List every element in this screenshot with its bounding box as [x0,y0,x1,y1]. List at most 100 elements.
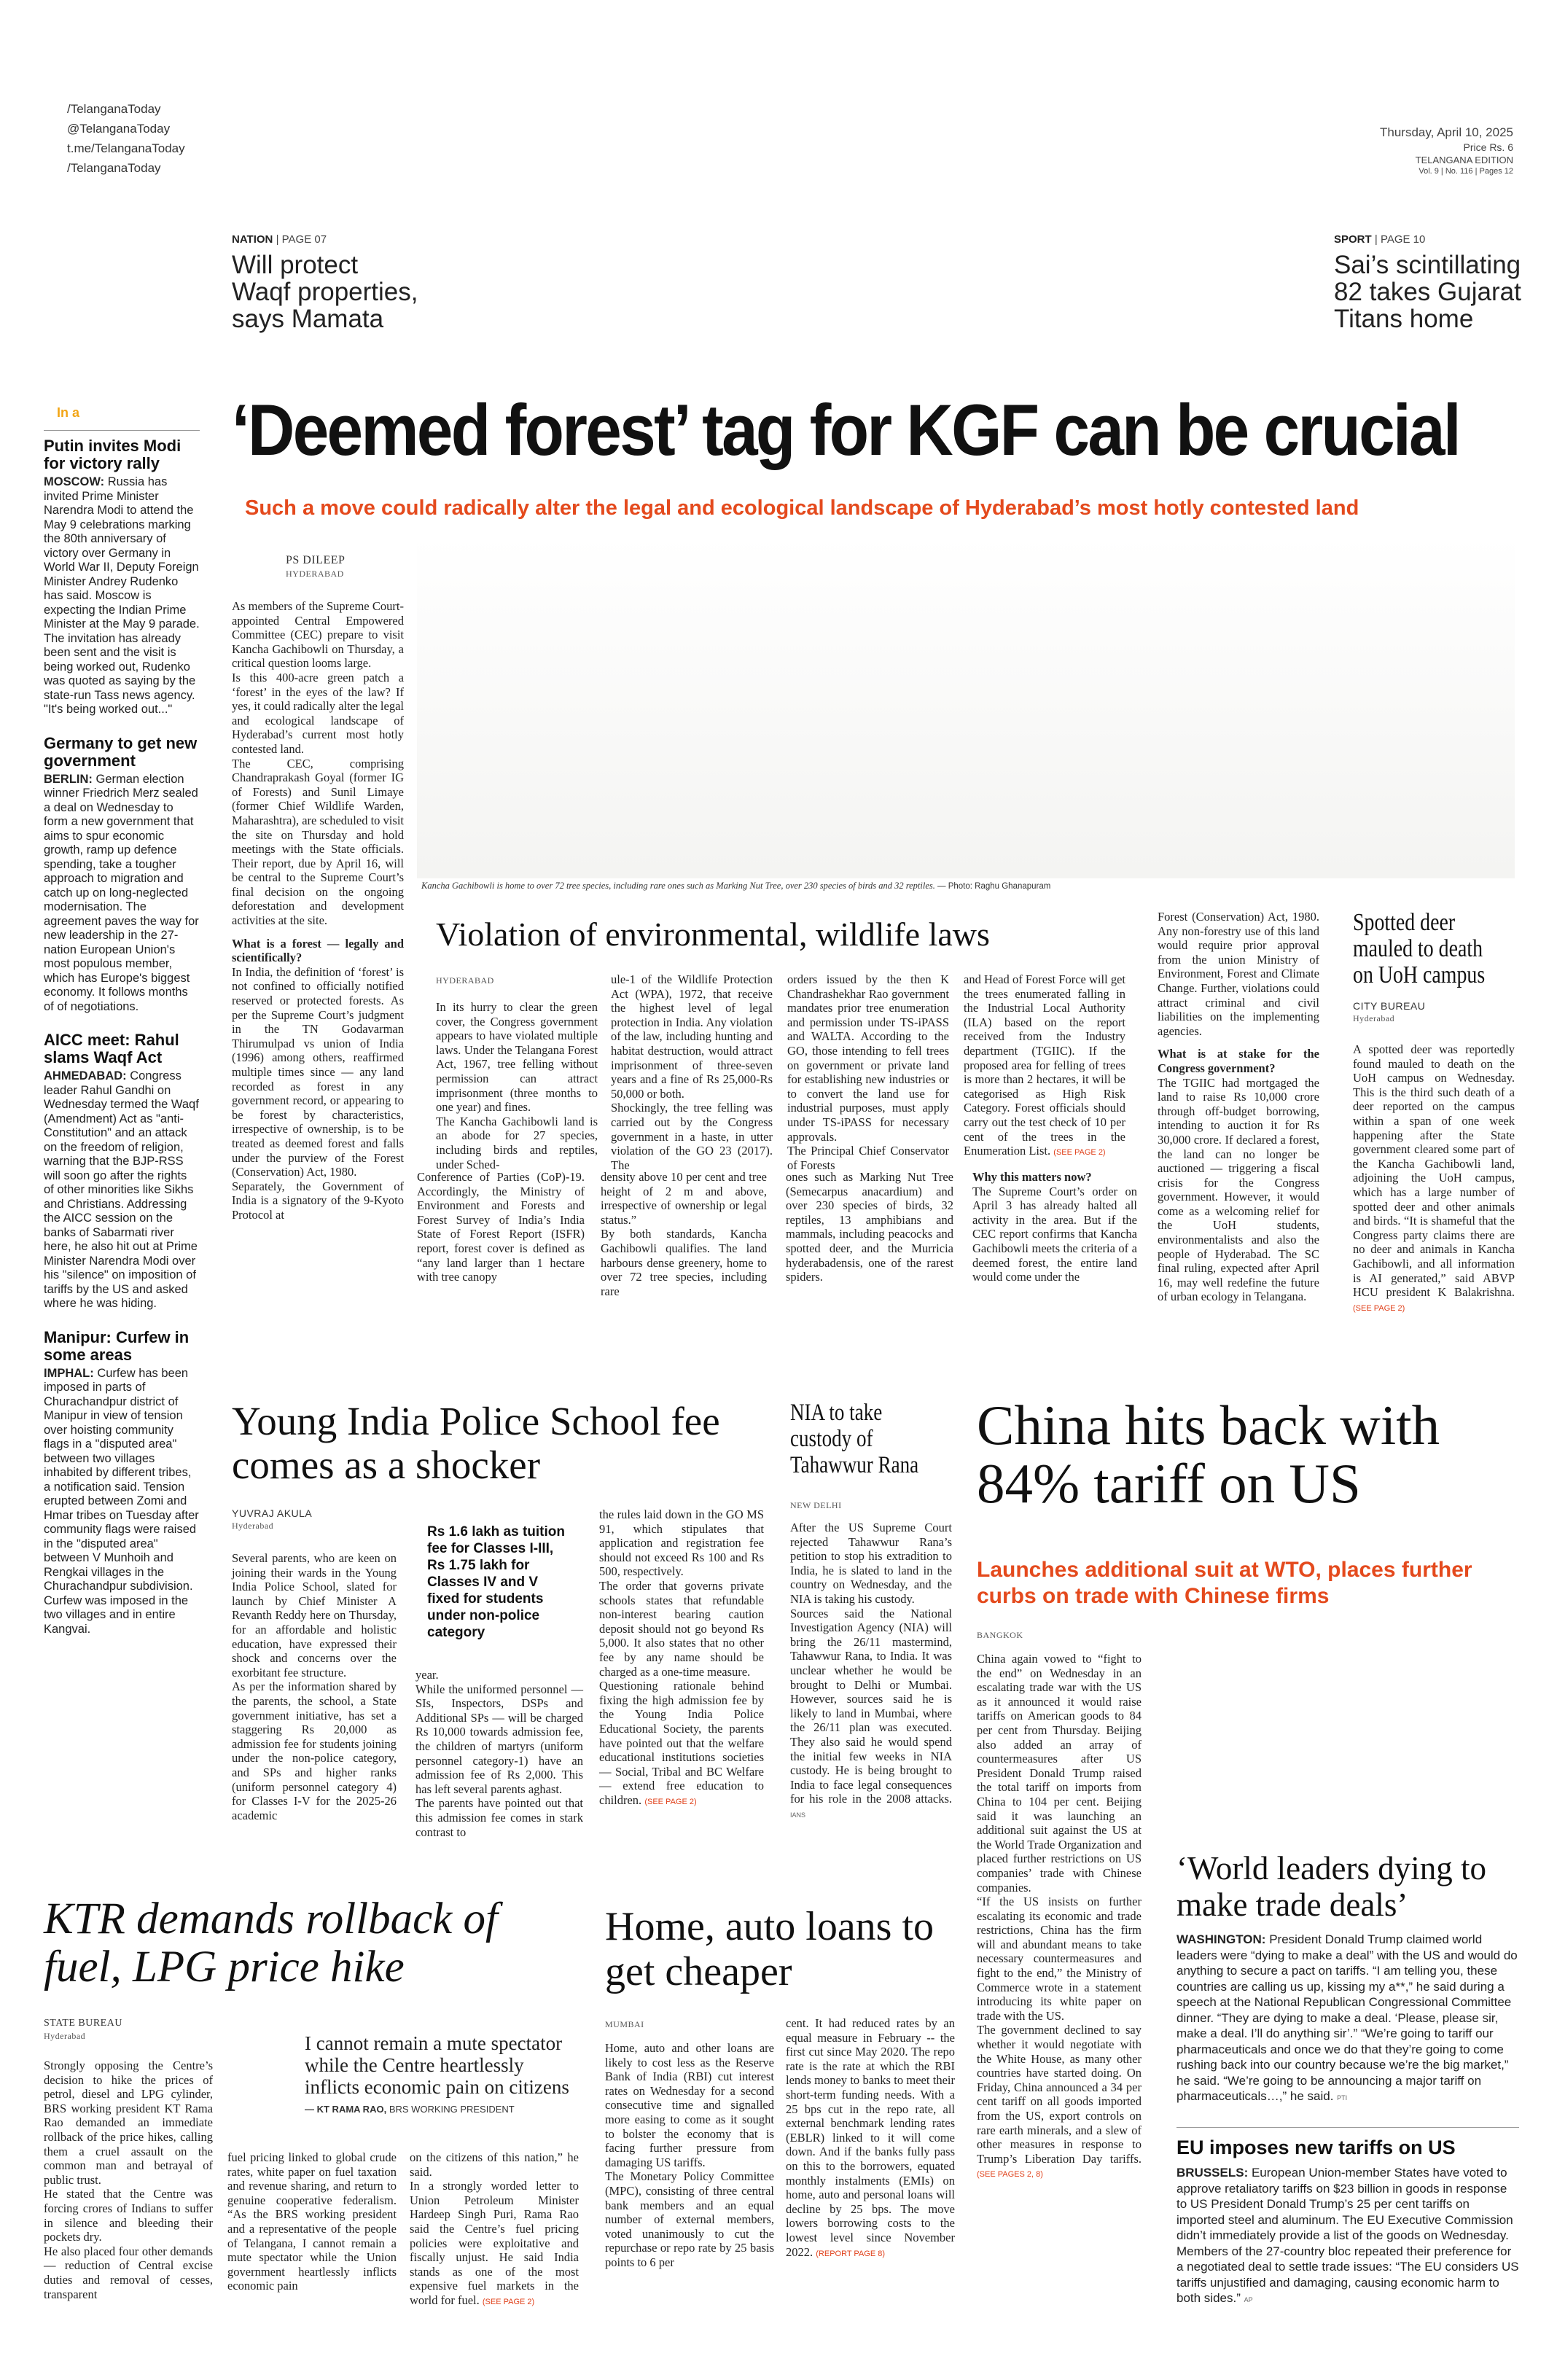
byline: CITY BUREAU [1353,1000,1426,1012]
ktr-column-2: fuel pricing linked to global crude rate… [227,2150,397,2293]
sidebar-divider [44,430,200,431]
china-subhead: Launches additional suit at WTO, places … [977,1558,1472,1608]
ktr-column-1: Strongly opposing the Centre’s decision … [44,2059,213,2301]
teaser-kicker: SPORT | PAGE 10 [1334,233,1426,246]
forest-photo-image [417,536,1515,878]
china-text: China again vowed to “fight to the end” … [977,1652,1142,2180]
brief-item: Manipur: Curfew in some areas IMPHAL: Cu… [44,1327,200,1637]
issue-date: Thursday, April 10, 2025 [1379,125,1513,139]
ktr-byline-block: STATE BUREAU Hyderabad [44,2018,122,2042]
dateline-place: Hyderabad [232,1521,274,1531]
trump-headline: ‘World leaders dying to make trade deals… [1176,1850,1487,1923]
see-page-link[interactable]: (SEE PAGE 2) [1353,1303,1405,1313]
loans-column-2: cent. It had reduced rates by an equal m… [786,2016,955,2259]
brief-title: Germany to get new government [44,733,198,770]
brief-item: Putin invites Modi for victory rally MOS… [44,437,200,717]
brief-text: IMPHAL: Curfew has been imposed in parts… [44,1366,199,1636]
facebook-handle[interactable]: /TelanganaToday [67,102,161,116]
loans-place: MUMBAI [605,2019,644,2029]
byline: PS DILEEP [286,554,346,566]
nia-text: After the US Supreme Court rejected Taha… [790,1521,952,1819]
china-place: BANGKOK [977,1630,1023,1640]
byline: YUVRAJ AKULA [232,1507,313,1519]
nia-place: NEW DELHI [790,1500,842,1510]
dateline-place: Hyderabad [44,2031,86,2041]
ktr-quote-attribution: — KT RAMA RAO, BRS WORKING PRESIDENT [305,2104,515,2115]
police-column-2: year. While the uniformed personnel — SI… [415,1668,583,1839]
dateline: Thursday, April 10, 2025 Price Rs. 6 TEL… [1251,125,1513,176]
brief-title: Putin invites Modi for victory rally [44,437,182,472]
ktr-quote: I cannot remain a mute spectator while t… [305,2032,569,2098]
volume: Vol. 9 | No. 116 | Pages 12 [1419,167,1513,176]
lead-column-6: Forest (Conservation) Act, 1980. Any non… [1158,910,1319,1304]
instagram-handle[interactable]: /TelanganaToday [67,161,161,175]
police-column-1: Several parents, who are keen on joining… [232,1551,397,1822]
ktr-headline: KTR demands rollback of fuel, LPG price … [44,1895,498,1991]
teaser-nation[interactable]: NATION | PAGE 07 Will protect Waqf prope… [232,233,421,332]
brief-item: AICC meet: Rahul slams Waqf Act AHMEDABA… [44,1031,200,1311]
dateline-place: Hyderabad [1353,1013,1395,1023]
brief-title: Manipur: Curfew in some areas [44,1327,190,1364]
sidebar-tag: In a [57,405,80,420]
see-page-link[interactable]: (SEE PAGE 2) [644,1797,697,1806]
ktr-column-3: on the citizens of this nation,” he said… [410,2150,579,2307]
brief-text: BERLIN: German election winner Friedrich… [44,772,199,1013]
violation-column-1: In its hurry to clear the green cover, t… [436,1000,598,1171]
see-page-link[interactable]: (SEE PAGE 2) [1053,1148,1106,1158]
brief-item: Germany to get new government BERLIN: Ge… [44,733,200,1015]
eu-text: BRUSSELS: European Union-member States h… [1176,2166,1519,2305]
byline: STATE BUREAU [44,2018,122,2029]
lead-paragraph: As members of the Supreme Court-appointe… [232,599,404,928]
police-pull-quote: Rs 1.6 lakh as tuition fee for Classes I… [427,1524,565,1640]
violation-column-3: orders issued by the then K Chandrashekh… [787,972,949,1172]
see-page-link[interactable]: (SEE PAGE 2) [482,2297,535,2306]
telegram-handle[interactable]: t.me/TelanganaToday [67,141,185,155]
loans-headline: Home, auto loans to get cheaper [605,1904,934,1994]
lead-subheading: What is a forest — legally and scientifi… [232,936,404,965]
lead-subheading: Why this matters now? [972,1170,1092,1184]
lead-headline: ‘Deemed forest’ tag for KGF can be cruci… [232,389,1462,470]
social-handles: /TelanganaToday @TelanganaToday t.me/Tel… [67,99,185,178]
lead-byline-block: PS DILEEP HYDERABAD [286,554,345,580]
teaser-sport[interactable]: SPORT | PAGE 10 Sai’s scintillating 82 t… [1334,233,1523,332]
teaser-kicker: NATION | PAGE 07 [232,233,327,246]
police-byline-block: YUVRAJ AKULA Hyderabad [232,1507,312,1532]
sidebar-briefs: Putin invites Modi for victory rally MOS… [44,437,200,1636]
police-headline: Young India Police School fee comes as a… [232,1399,720,1487]
brief-title: AICC meet: Rahul slams Waqf Act [44,1031,179,1066]
photo-caption: Kancha Gachibowli is home to over 72 tre… [421,881,1051,891]
lead-column-2: Conference of Parties (CoP)-19. Accordin… [417,1170,585,1284]
lead-paragraph: In India, the definition of ‘forest’ is … [232,964,404,1222]
police-column-3: the rules laid down in the GO MS 91, whi… [599,1507,764,1807]
lead-column-4: ones such as Marking Nut Tree (Semecarpu… [786,1170,953,1284]
brief-text: MOSCOW: Russia has invited Prime Ministe… [44,475,200,716]
teaser-headline: Will protect Waqf properties, says Mamat… [232,251,418,333]
lead-column-3: density above 10 per cent and tree heigh… [601,1170,767,1298]
brief-text: AHMEDABAD: Congress leader Rahul Gandhi … [44,1069,199,1310]
lead-column-1: As members of the Supreme Court-appointe… [232,599,404,1222]
violation-column-4: and Head of Forest Force will get the tr… [964,972,1125,1158]
lead-photo [417,536,1515,878]
loans-column-1: Home, auto and other loans are likely to… [605,2041,774,2269]
dateline-place: HYDERABAD [286,569,344,579]
deer-headline: Spotted deer mauled to death on UoH camp… [1353,909,1486,988]
teaser-headline: Sai’s scintillating 82 takes Gujarat Tit… [1334,251,1521,333]
deer-text: A spotted deer was reportedly found maul… [1353,1042,1515,1313]
issue-price: Price Rs. 6 [1463,141,1513,153]
eu-headline: EU imposes new tariffs on US [1176,2137,1456,2158]
lead-subhead: Such a move could radically alter the le… [245,496,1359,520]
nia-headline: NIA to take custody of Tahawwur Rana [790,1400,919,1478]
violation-column-2: ule-1 of the Wildlife Protection Act (WP… [611,972,773,1172]
lead-column-5: Why this matters now? The Supreme Court’… [972,1170,1137,1284]
trump-text: WASHINGTON: President Donald Trump claim… [1176,1932,1518,2103]
see-page-link[interactable]: (SEE PAGES 2, 8) [977,2170,1043,2180]
edition: TELANGANA EDITION [1415,155,1513,165]
see-page-link[interactable]: (REPORT PAGE 8) [816,2249,885,2258]
china-headline: China hits back with 84% tariff on US [977,1394,1440,1515]
deer-byline-block: CITY BUREAU Hyderabad [1353,1000,1425,1024]
section-divider [1176,2127,1519,2128]
lead-subheading: What is at stake for the Congress govern… [1158,1047,1319,1075]
violation-place: HYDERABAD [436,975,494,986]
violation-headline: Violation of environmental, wildlife law… [436,916,990,953]
twitter-handle[interactable]: @TelanganaToday [67,122,171,136]
